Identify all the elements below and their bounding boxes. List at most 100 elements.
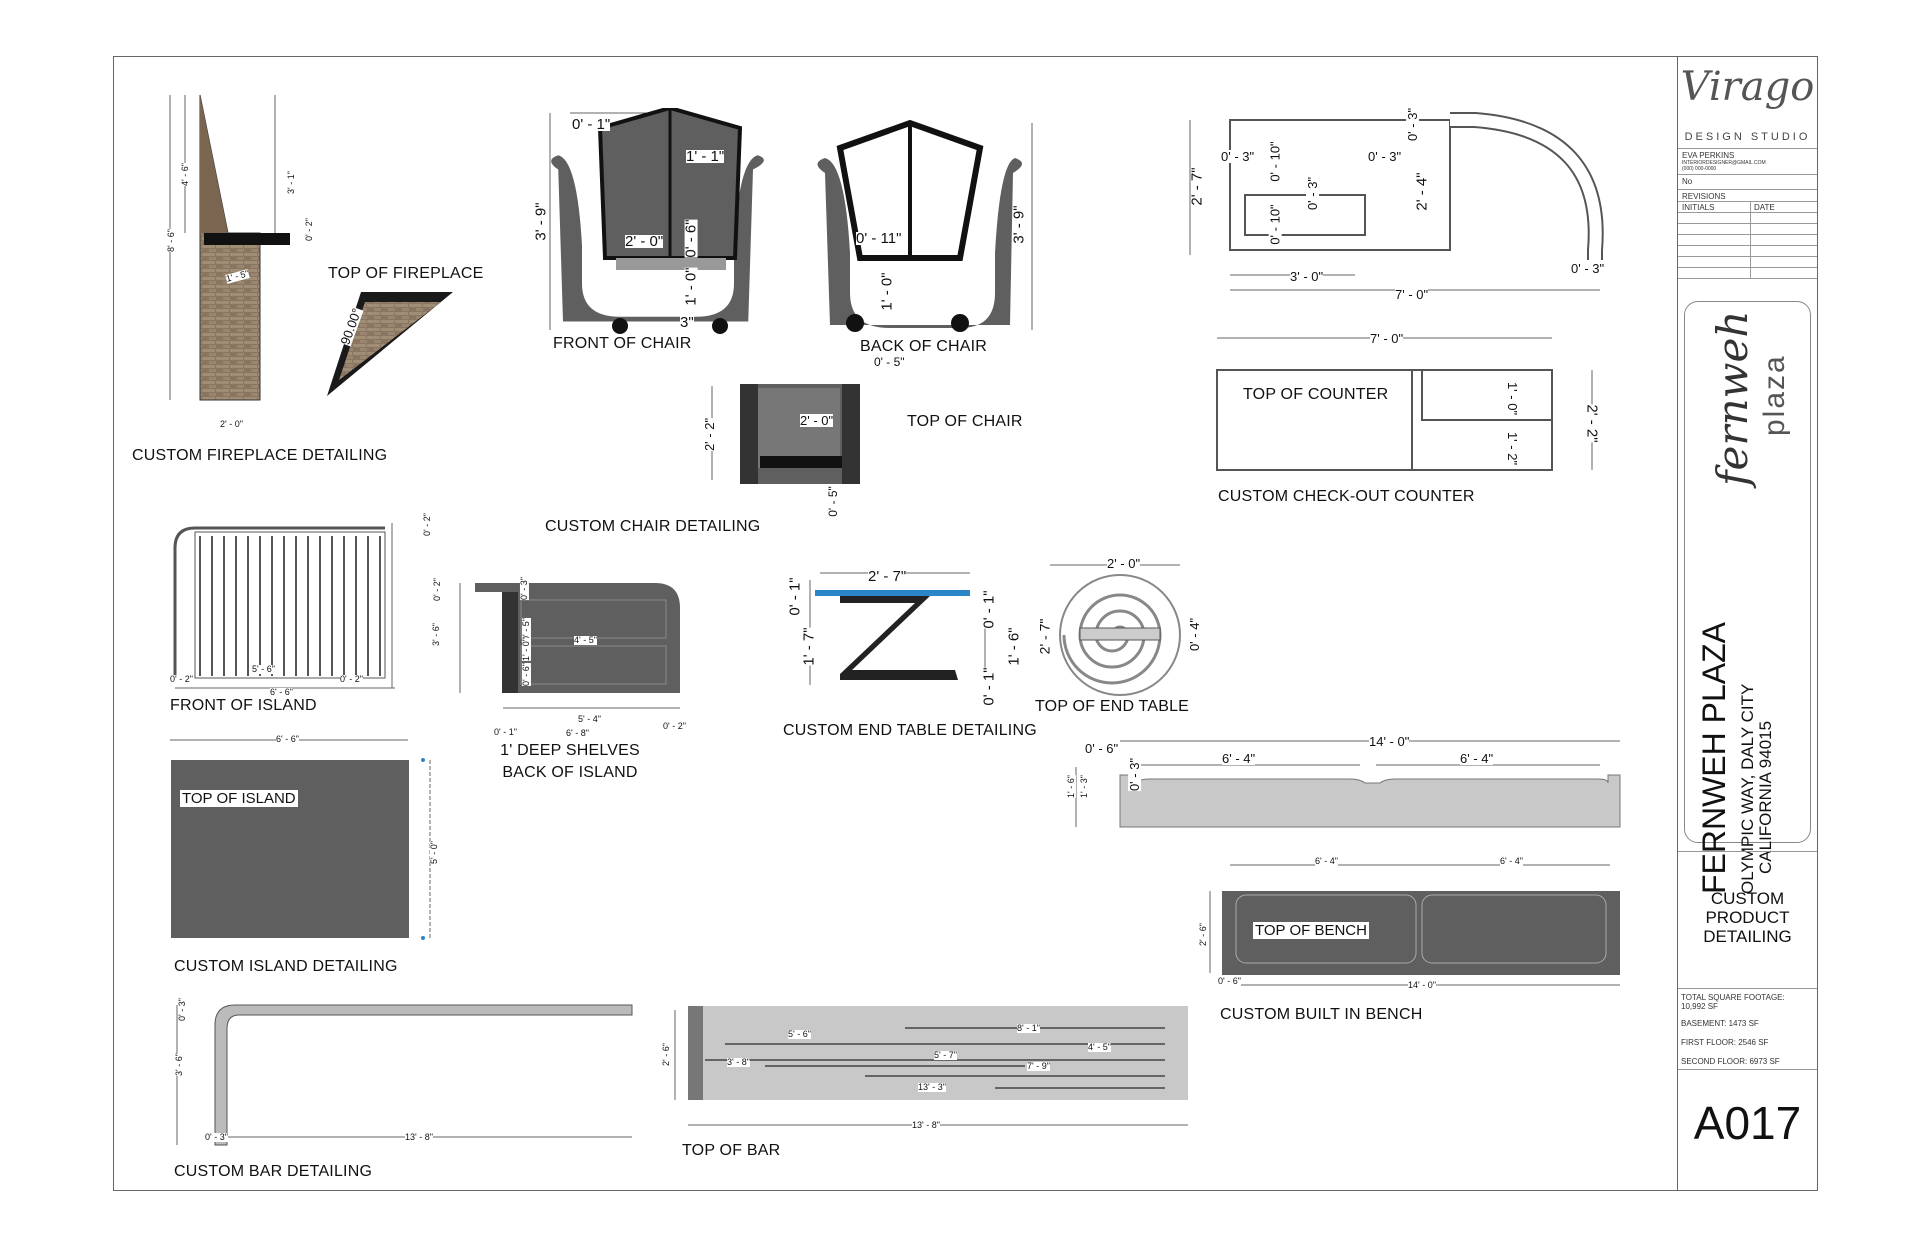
front-of-island-drawing [173, 523, 395, 689]
label-back-of-island: 1' DEEP SHELVES BACK OF ISLAND [500, 742, 640, 781]
label-counter: CUSTOM CHECK-OUT COUNTER [1218, 488, 1475, 505]
bar-elevation [176, 1004, 633, 1146]
top-of-counter-plan [1216, 337, 1593, 471]
dim-bar-height: 3' - 6" [173, 1053, 184, 1076]
dim-end-table-height: 1' - 7" [800, 627, 818, 666]
label-island: CUSTOM ISLAND DETAILING [174, 958, 398, 975]
dim-end-table-width: 2' - 7" [868, 568, 907, 585]
basement-sqft: BASEMENT: 1473 SF [1681, 1019, 1759, 1028]
dim-end-table-top-r: 0' - 4" [1187, 617, 1203, 652]
designer-phone: (000) 000-0000 [1682, 166, 1717, 172]
dim-chair-back: 1' - 1" [686, 148, 725, 165]
dim-island-top-height: 5' - 0" [428, 841, 439, 864]
dim-top-bench-b: 6' - 4" [1500, 856, 1523, 866]
dim-counter-left-2: 0' - 3" [1368, 149, 1402, 164]
label-top-of-counter: TOP OF COUNTER [1243, 386, 1389, 403]
dim-top-bench-width: 14' - 0" [1408, 980, 1436, 990]
dim-chair-back-height: 3' - 9" [1010, 205, 1028, 244]
dim-counter-left-1: 0' - 3" [1221, 149, 1255, 164]
sqft-value: 10,992 SF [1681, 1002, 1718, 1011]
back-of-island-drawing [459, 583, 680, 709]
dim-chair-back-leg: 1' - 0" [878, 272, 896, 311]
dim-counter-top-b: 1' - 2" [1505, 431, 1521, 466]
sqft-label: TOTAL SQUARE FOOTAGE: [1681, 993, 1785, 1002]
dim-top-bench-a: 6' - 4" [1315, 856, 1338, 866]
dim-end-table-r2: 1' - 6" [1005, 627, 1023, 666]
label-bench: CUSTOM BUILT IN BENCH [1220, 1006, 1423, 1023]
dim-island-width: 5' - 6" [252, 664, 275, 674]
initials-label: INITIALS [1682, 203, 1715, 212]
checkout-counter-plan [1189, 112, 1604, 291]
dim-back-island-a: 0' - 2" [431, 578, 442, 601]
label-top-of-bar: TOP OF BAR [682, 1142, 781, 1159]
dim-bar-a: 0' - 3" [176, 998, 187, 1021]
dim-chair-seat: 2' - 0" [625, 233, 664, 250]
label-chair: CUSTOM CHAIR DETAILING [545, 518, 761, 535]
bench-elevation [1075, 740, 1621, 828]
dim-chair-top-bottom: 0' - 5" [825, 486, 840, 517]
dim-back-island-w: 5' - 4" [578, 714, 601, 724]
project-address-1: OLYMPIC WAY, DALY CITY [1738, 683, 1757, 894]
dim-chair-back-width: 0' - 11" [856, 230, 902, 247]
dim-counter-top-a: 1' - 0" [1505, 381, 1521, 416]
dim-top-bar-f: 7' - 9" [1027, 1061, 1050, 1071]
dim-back-island-c: 0' - 3" [518, 577, 529, 600]
dim-fireplace-top: 4' - 6" [179, 163, 190, 186]
dim-top-bar-width: 13' - 8" [912, 1120, 940, 1130]
dim-end-table-r3: 0' - 1" [980, 667, 998, 706]
dim-back-island-j: 0' - 2" [663, 721, 686, 731]
dim-back-island-g: 4' - 5" [574, 635, 597, 645]
dim-top-bar-b: 3' - 8" [727, 1057, 750, 1067]
dim-counter-top-width: 7' - 0" [1370, 331, 1404, 346]
dim-back-island-h: 0' - 1" [494, 727, 517, 737]
designer-email: INTERIORDESIGNER@GMAIL.COM [1682, 160, 1766, 166]
studio-logo: Virago [1680, 64, 1815, 110]
dim-chair-leg: 1' - 0" [682, 267, 700, 306]
label-top-of-end-table: TOP OF END TABLE [1035, 698, 1190, 715]
dim-bench-section-b: 6' - 4" [1460, 751, 1494, 766]
dim-counter-3ft: 3' - 0" [1290, 269, 1324, 284]
dim-chair-top-depth: 2' - 0" [800, 413, 834, 428]
dim-bench-section-a: 6' - 4" [1222, 751, 1256, 766]
project-logo-frame [1684, 301, 1811, 843]
dim-fireplace-height: 8' - 6" [165, 229, 176, 252]
dim-island-left: 0' - 2" [170, 674, 193, 684]
dim-island-right: 0' - 2" [340, 674, 363, 684]
sheet-title: CUSTOM PRODUCT DETAILING [1703, 889, 1792, 946]
dim-top-bar-g: 13' - 3" [918, 1082, 946, 1092]
dim-top-bar-height: 2' - 6" [660, 1043, 671, 1066]
dim-counter-inner: 2' - 4" [1413, 172, 1431, 211]
top-of-island-plan [170, 739, 431, 940]
sheet-number: A017 [1693, 1097, 1802, 1149]
dim-bar-width: 13' - 8" [405, 1132, 433, 1142]
dim-chair-height: 3' - 9" [532, 202, 550, 241]
front-of-chair-drawing [549, 108, 764, 334]
label-fireplace: CUSTOM FIREPLACE DETAILING [132, 447, 388, 464]
top-of-bench-plan [1209, 864, 1620, 986]
designer-name: EVA PERKINS [1682, 151, 1735, 160]
dim-top-bar-a: 5' - 6" [788, 1029, 811, 1039]
dim-counter-radius: 0' - 3" [1405, 107, 1421, 142]
dim-back-island-b: 3' - 6" [430, 623, 441, 646]
label-top-of-chair: TOP OF CHAIR [907, 413, 1023, 430]
back-of-chair-drawing [817, 119, 1033, 332]
dim-top-bar-c: 8' - 1" [1017, 1023, 1040, 1033]
top-of-chair-drawing [711, 384, 860, 484]
first-floor-sqft: FIRST FLOOR: 2546 SF [1681, 1038, 1769, 1047]
dim-fireplace-width: 2' - 0" [220, 419, 243, 429]
dim-bench-width: 14' - 0" [1369, 734, 1410, 749]
dim-chair-top-width: 0' - 5" [874, 355, 905, 369]
label-top-of-bench: TOP OF BENCH [1253, 922, 1369, 939]
end-table-top-view [1050, 564, 1181, 696]
title-block: Virago DESIGN STUDIO EVA PERKINS INTERIO… [1677, 56, 1818, 1191]
no-label: No [1682, 177, 1693, 186]
dim-island-top: 0' - 2" [421, 513, 432, 536]
label-top-of-island: TOP OF ISLAND [180, 790, 298, 807]
fireplace-elevation [169, 94, 290, 401]
dim-bench-h1: 1' - 6" [1065, 775, 1076, 798]
dim-chair-top: 0' - 1" [572, 116, 611, 133]
label-bar: CUSTOM BAR DETAILING [174, 1163, 373, 1180]
project-name: FERNWEH PLAZA [1696, 621, 1732, 894]
dim-counter-top-height: 2' - 2" [1583, 404, 1601, 443]
dim-counter-middle: 0' - 3" [1305, 176, 1321, 211]
